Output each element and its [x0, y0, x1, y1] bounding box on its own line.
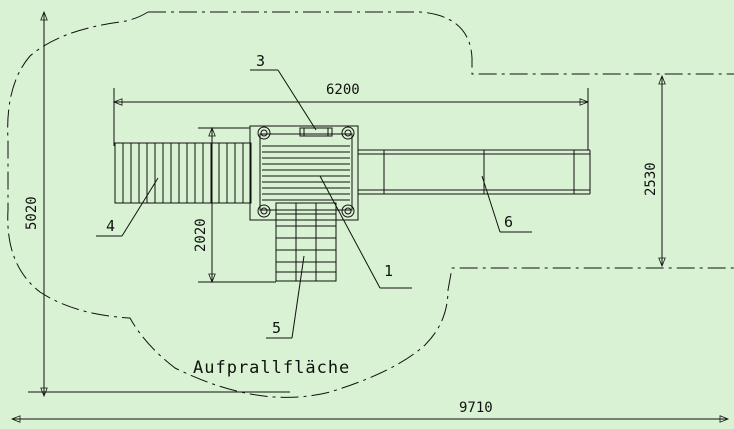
part-label-6: 6 — [504, 213, 513, 231]
leader-lines — [96, 69, 532, 339]
impact-area-label: Aufprallfläche — [193, 358, 350, 378]
part-label-3: 3 — [256, 52, 265, 70]
dim-platform-span: 6200 — [326, 82, 360, 98]
tower-top-element — [299, 127, 333, 137]
dim-overall-height: 5020 — [24, 196, 40, 230]
suspension-bridge — [358, 149, 591, 195]
dim-overall-width: 9710 — [459, 400, 493, 416]
sandbox-deck — [114, 142, 252, 204]
part-label-1: 1 — [384, 262, 393, 280]
part-label-4: 4 — [106, 217, 115, 235]
dim-bridge-zone-height: 2530 — [643, 162, 659, 196]
dim-ladder-depth: 2020 — [193, 218, 209, 252]
impact-area-outline — [7, 11, 734, 398]
climbing-ladder — [275, 202, 337, 282]
part-label-5: 5 — [272, 319, 281, 337]
tower-platform — [249, 125, 359, 221]
dimension-lines — [10, 10, 730, 423]
